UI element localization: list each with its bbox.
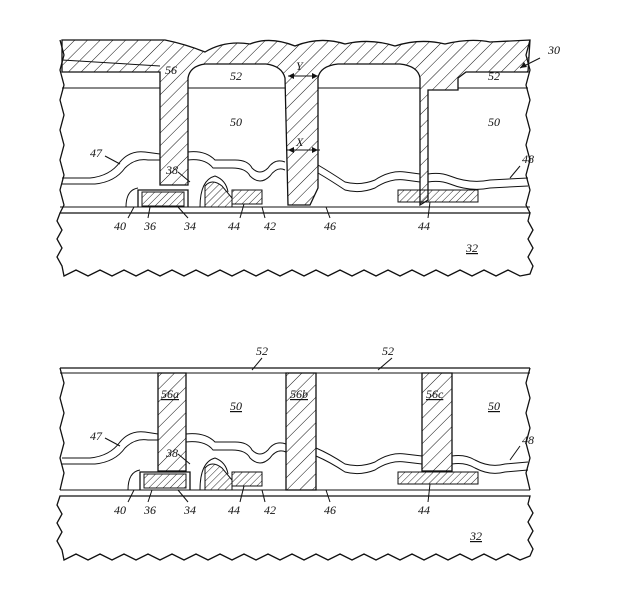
label-42: 42	[264, 219, 276, 233]
label-50-bottom-left: 50	[230, 399, 242, 413]
plug-56a	[157, 372, 187, 472]
label-40-bottom: 40	[114, 503, 126, 517]
top-dimension-y	[288, 73, 318, 79]
bottom-cross-section: 52 52 56a 50 56b 56c 50 47 38 48 40 36 3…	[56, 344, 534, 561]
top-substrate	[56, 212, 534, 277]
label-44-bottom-right: 44	[418, 503, 430, 517]
label-30: 30	[547, 43, 560, 57]
label-50-bottom-right: 50	[488, 399, 500, 413]
label-47-bottom: 47	[90, 429, 103, 443]
label-38: 38	[165, 163, 178, 177]
label-50-left: 50	[230, 115, 242, 129]
top-dimension-x	[286, 147, 320, 153]
label-x: X	[295, 135, 304, 149]
label-52-bottom-right: 52	[382, 344, 394, 358]
label-48-bottom: 48	[522, 433, 534, 447]
label-36-bottom: 36	[143, 503, 156, 517]
label-40: 40	[114, 219, 126, 233]
label-56: 56	[165, 63, 177, 77]
label-32: 32	[465, 241, 478, 255]
label-34: 34	[183, 219, 196, 233]
label-50-right: 50	[488, 115, 500, 129]
plug-56c	[421, 372, 453, 472]
top-liner-48	[62, 151, 161, 179]
label-34-bottom: 34	[183, 503, 196, 517]
label-32-bottom: 32	[469, 529, 482, 543]
label-44-left: 44	[228, 219, 240, 233]
label-56b: 56b	[290, 387, 308, 401]
label-56c: 56c	[426, 387, 444, 401]
top-metal-layer-56	[61, 39, 531, 207]
label-42-bottom: 42	[264, 503, 276, 517]
label-44-right: 44	[418, 219, 430, 233]
label-y: Y	[296, 59, 304, 73]
plug-56b	[285, 372, 317, 491]
label-52-bottom-left: 52	[256, 344, 268, 358]
bottom-substrate	[56, 495, 534, 561]
top-cross-section: 30 56 52 52 50 50 Y X 47 38 48 40 36 34 …	[56, 39, 560, 277]
label-52-right: 52	[488, 69, 500, 83]
label-36: 36	[143, 219, 156, 233]
label-44-bottom-left: 44	[228, 503, 240, 517]
label-47: 47	[90, 146, 103, 160]
label-52-left: 52	[230, 69, 242, 83]
label-46-bottom: 46	[324, 503, 336, 517]
label-48: 48	[522, 152, 534, 166]
label-46: 46	[324, 219, 336, 233]
label-56a: 56a	[161, 387, 179, 401]
label-38-bottom: 38	[165, 446, 178, 460]
